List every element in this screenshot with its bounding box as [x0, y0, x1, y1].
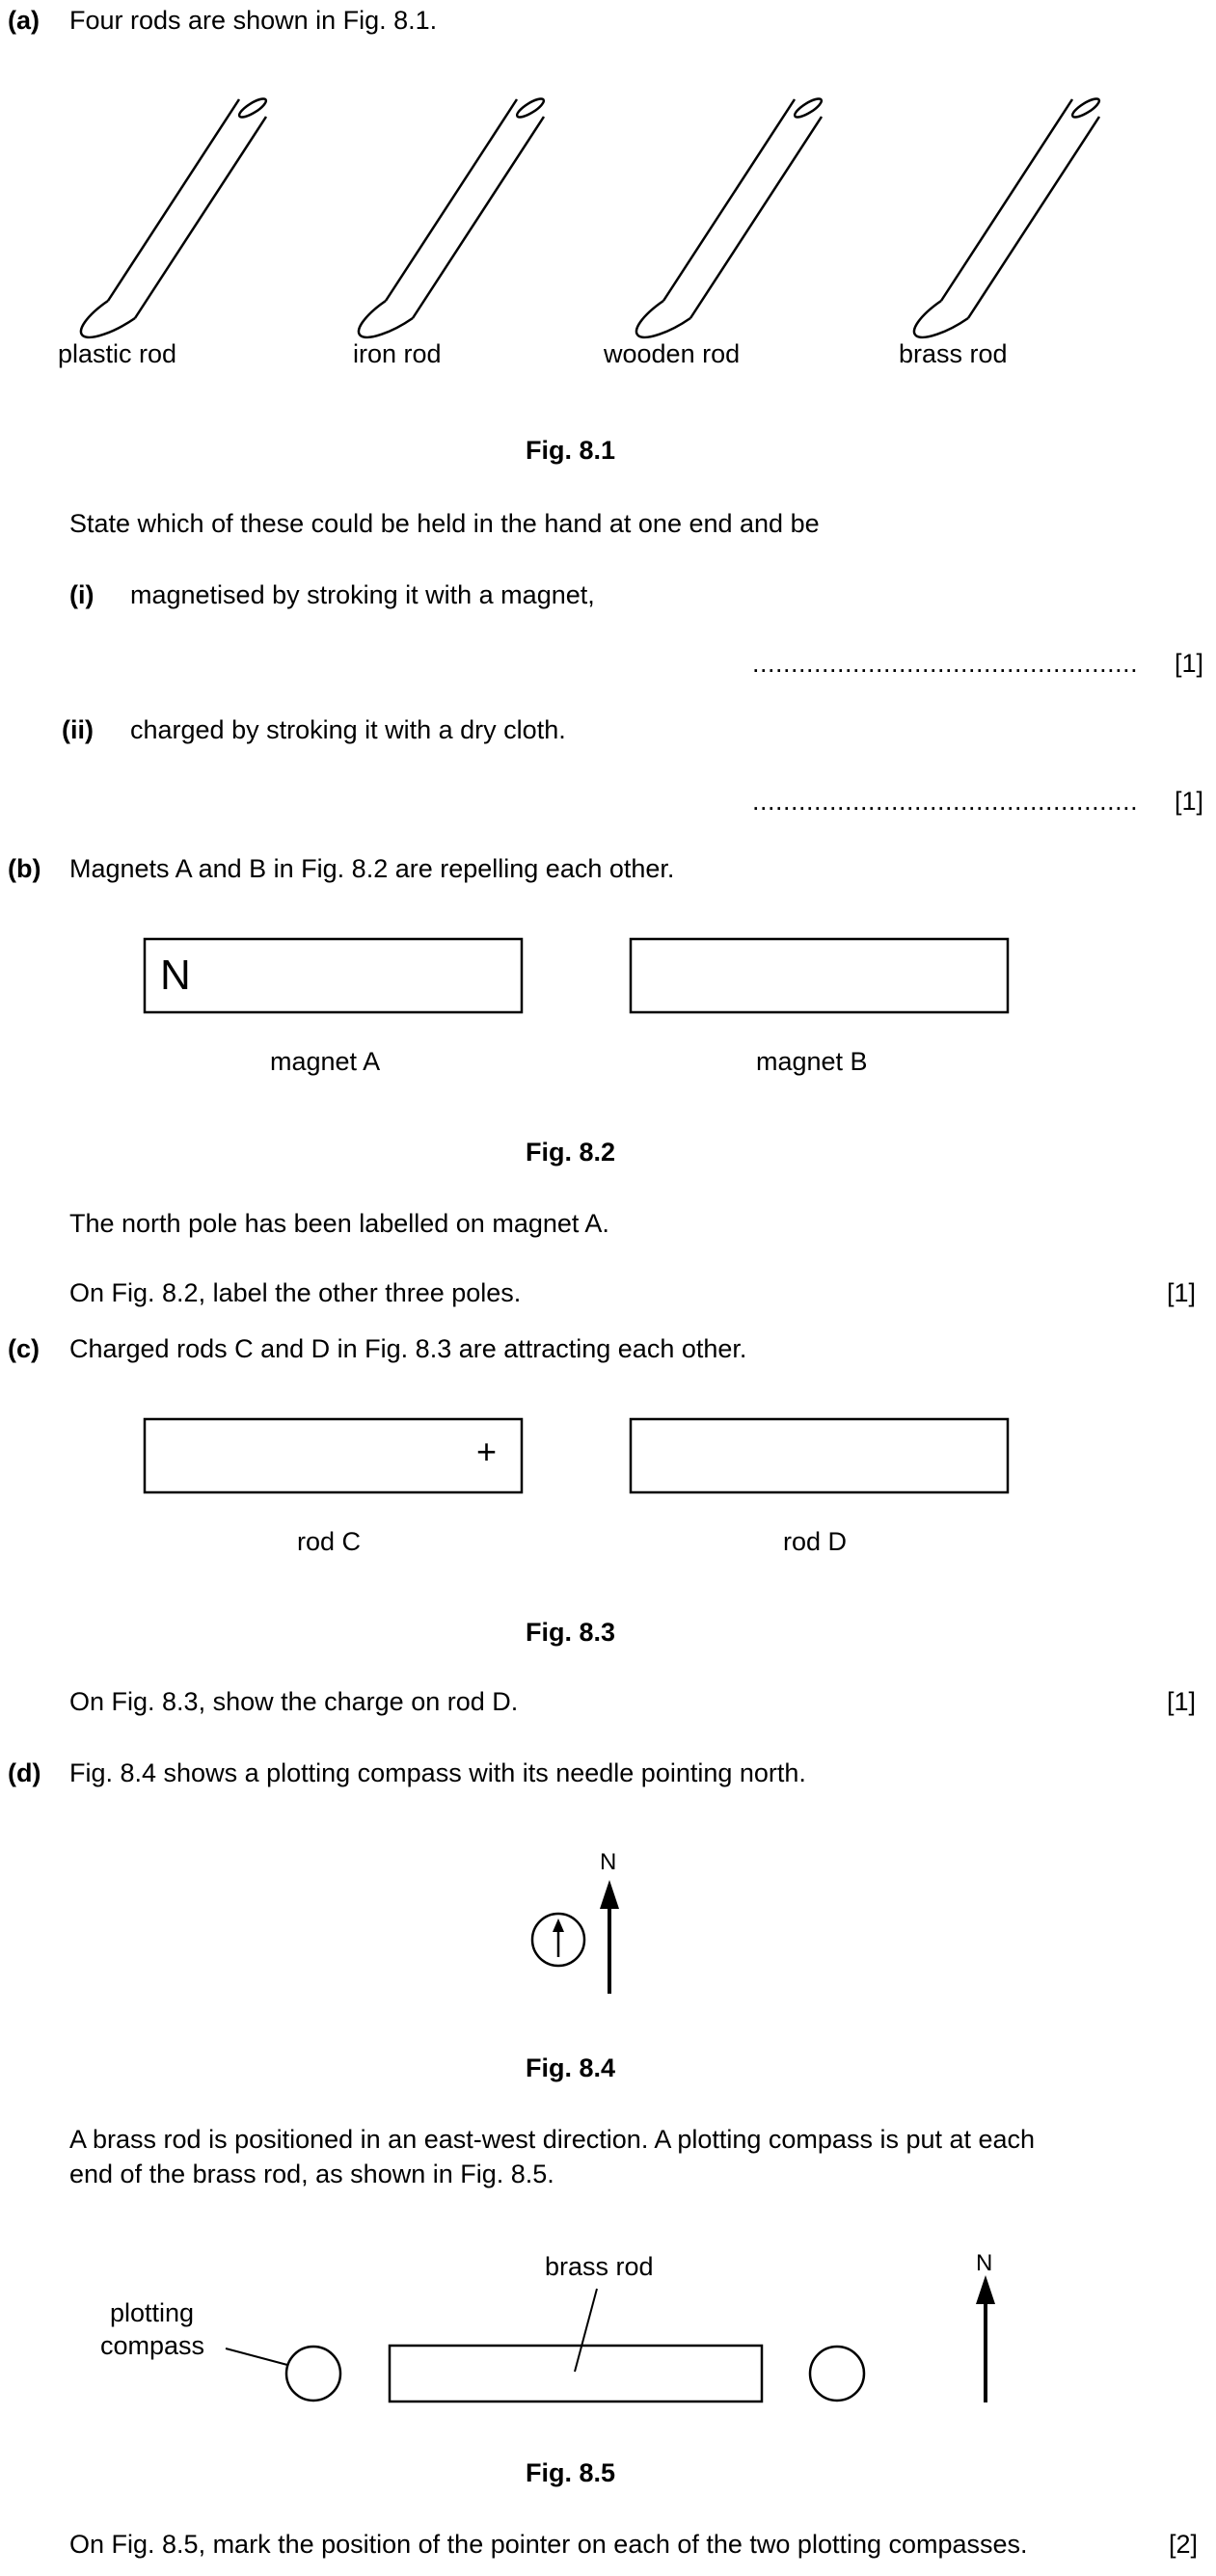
fig-8-4-caption: Fig. 8.4 — [526, 2053, 616, 2082]
compass-label-line-2: compass — [100, 2331, 205, 2360]
iron-rod-drawing — [357, 97, 546, 339]
part-b-intro: Magnets A and B in Fig. 8.2 are repellin… — [69, 854, 675, 883]
part-a-letter: (a) — [8, 6, 40, 35]
rod-c-box — [143, 1417, 524, 1494]
rod-label-iron: iron rod — [353, 339, 442, 368]
fig-8-5-north-arrow — [976, 2275, 995, 2402]
fig-8-3-caption: Fig. 8.3 — [526, 1618, 616, 1647]
brass-rod-box — [388, 2344, 764, 2403]
plastic-rod-drawing — [79, 97, 268, 339]
brass-rod-leader — [574, 2288, 598, 2373]
part-d-intro: Fig. 8.4 shows a plotting compass with i… — [69, 1758, 806, 1787]
fig-8-4-north-label: N — [600, 1849, 617, 1875]
brass-rod-label: brass rod — [545, 2252, 654, 2281]
rod-d-label: rod D — [783, 1527, 848, 1556]
sub-ii-number: (ii) — [62, 715, 94, 744]
rod-label-brass: brass rod — [899, 339, 1008, 368]
rod-d-box — [629, 1417, 1010, 1494]
part-c-intro: Charged rods C and D in Fig. 8.3 are att… — [69, 1334, 747, 1363]
compass-label-line-1: plotting — [110, 2298, 195, 2327]
magnet-b-label: magnet B — [756, 1047, 868, 1076]
sub-i-number: (i) — [69, 580, 95, 609]
fig-8-1-rods — [79, 97, 1101, 339]
answer-line-ii[interactable]: ........................................… — [752, 787, 1139, 816]
magnet-a-north-label: N — [160, 952, 191, 999]
compass-label-leader — [225, 2348, 288, 2366]
sub-i-text: magnetised by stroking it with a magnet, — [130, 580, 595, 609]
mark-d: [2] — [1169, 2530, 1199, 2559]
rod-label-wooden: wooden rod — [604, 339, 741, 368]
fig-8-2-caption: Fig. 8.2 — [526, 1138, 616, 1167]
part-b-text-1: The north pole has been labelled on magn… — [69, 1209, 609, 1238]
fig-8-4-north-arrow — [600, 1880, 619, 1994]
mark-a-ii: [1] — [1175, 787, 1204, 816]
part-b-text-2: On Fig. 8.2, label the other three poles… — [69, 1278, 522, 1307]
part-d-para-line-1: A brass rod is positioned in an east-wes… — [69, 2125, 1036, 2154]
magnet-a-label: magnet A — [270, 1047, 381, 1076]
rod-label-plastic: plastic rod — [58, 339, 177, 368]
fig-8-1-caption: Fig. 8.1 — [526, 436, 616, 465]
part-a-question: State which of these could be held in th… — [69, 509, 820, 538]
fig-8-5-north-label: N — [976, 2250, 993, 2276]
rod-c-charge: + — [476, 1432, 498, 1471]
left-plotting-compass — [284, 2345, 342, 2402]
part-d-para-line-2: end of the brass rod, as shown in Fig. 8… — [69, 2160, 554, 2188]
fig-8-5-caption: Fig. 8.5 — [526, 2458, 616, 2487]
sub-ii-text: charged by stroking it with a dry cloth. — [130, 715, 566, 744]
rod-c-label: rod C — [297, 1527, 362, 1556]
answer-line-i[interactable]: ........................................… — [752, 649, 1139, 678]
mark-c: [1] — [1167, 1687, 1197, 1716]
mark-b: [1] — [1167, 1278, 1197, 1307]
fig-8-4-compass — [530, 1912, 586, 1968]
part-c-text: On Fig. 8.3, show the charge on rod D. — [69, 1687, 519, 1716]
wooden-rod-drawing — [635, 97, 824, 339]
brass-rod-drawing — [912, 97, 1101, 339]
magnet-a-box — [143, 937, 524, 1014]
part-c-letter: (c) — [8, 1334, 40, 1363]
right-plotting-compass — [808, 2345, 866, 2402]
part-b-letter: (b) — [8, 854, 41, 883]
mark-a-i: [1] — [1175, 649, 1204, 678]
part-d-final-text: On Fig. 8.5, mark the position of the po… — [69, 2530, 1028, 2559]
part-a-intro: Four rods are shown in Fig. 8.1. — [69, 6, 438, 35]
magnet-b-box — [629, 937, 1010, 1014]
part-d-letter: (d) — [8, 1758, 41, 1787]
